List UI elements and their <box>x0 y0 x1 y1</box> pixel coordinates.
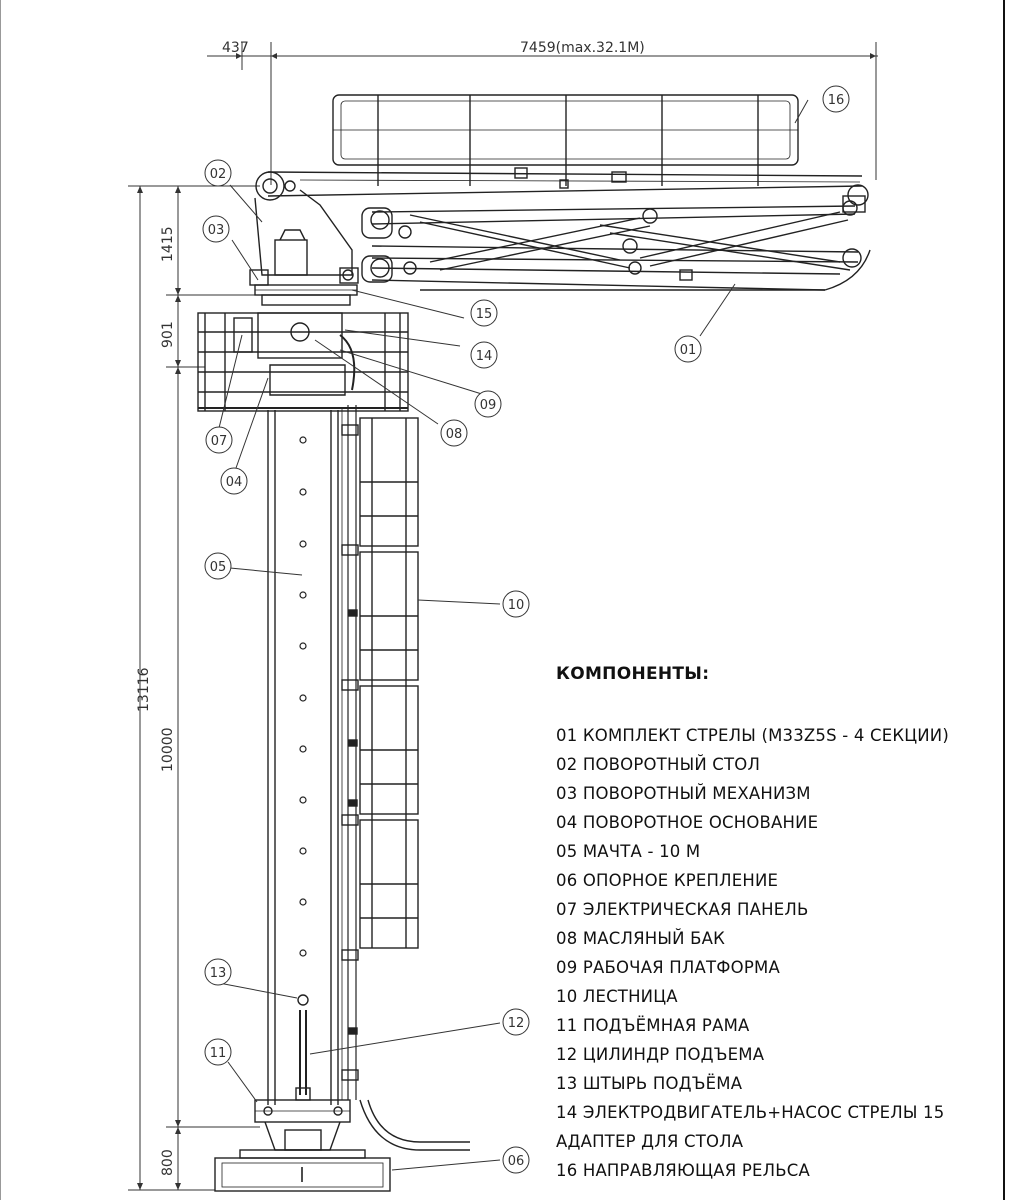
legend-item: 10 ЛЕСТНИЦА <box>556 987 678 1006</box>
callout-06: 06 <box>508 1154 525 1169</box>
callout-14: 14 <box>476 349 493 364</box>
turntable <box>249 189 359 286</box>
callout-03: 03 <box>208 223 225 238</box>
legend-item: 03 ПОВОРОТНЫЙ МЕХАНИЗМ <box>556 784 811 803</box>
legend-item: 08 МАСЛЯНЫЙ БАК <box>556 929 726 948</box>
lifting-frame <box>254 1099 470 1151</box>
legend-item: 01 КОМПЛЕКТ СТРЕЛЫ (M33Z5S - 4 СЕКЦИИ) <box>556 726 949 745</box>
callout-02: 02 <box>210 167 227 182</box>
legend-item: 09 РАБОЧАЯ ПЛАТФОРМА <box>556 958 780 977</box>
guide-rail <box>332 94 799 186</box>
callout-11: 11 <box>210 1046 227 1061</box>
callout-12: 12 <box>508 1016 525 1031</box>
callout-04: 04 <box>226 475 243 490</box>
working-platform <box>197 312 409 412</box>
dim-901-label: 901 <box>160 321 176 348</box>
mast-holes <box>299 436 307 957</box>
callouts: 16 02 03 01 15 14 09 08 07 04 05 10 13 1… <box>202 85 850 1174</box>
legend-item: 05 МАЧТА - 10 М <box>556 842 701 861</box>
callout-13: 13 <box>210 966 227 981</box>
callout-09: 09 <box>480 398 497 413</box>
legend-item: 12 ЦИЛИНДР ПОДЪЕМА <box>556 1045 765 1064</box>
legend-item: 02 ПОВОРОТНЫЙ СТОЛ <box>556 755 761 774</box>
legend-item: 11 ПОДЪЁМНАЯ РАМА <box>556 1016 750 1035</box>
dim-10000-label: 10000 <box>160 727 176 772</box>
legend-item: 07 ЭЛЕКТРИЧЕСКАЯ ПАНЕЛЬ <box>556 900 809 919</box>
dim-1415-label: 1415 <box>160 226 176 262</box>
callout-16: 16 <box>828 93 845 108</box>
legend-item: 04 ПОВОРОТНОЕ ОСНОВАНИЕ <box>556 813 819 832</box>
legend-item: 16 НАПРАВЛЯЮЩАЯ РЕЛЬСА <box>556 1161 810 1180</box>
ladder <box>359 417 419 949</box>
sheet-right-border <box>1003 0 1005 1200</box>
slewing-adapter <box>254 284 358 306</box>
left-dimensions: 13116 1415 901 10000 800 <box>128 185 260 1191</box>
support-base <box>214 1149 391 1192</box>
legend-item: 14 ЭЛЕКТРОДВИГАТЕЛЬ+НАСОС СТРЕЛЫ 15 <box>556 1103 945 1122</box>
sheet-left-border <box>0 0 1 1200</box>
boom-assembly <box>255 167 871 291</box>
dim-800-label: 800 <box>160 1149 176 1176</box>
callout-10: 10 <box>508 598 525 613</box>
callout-08: 08 <box>446 427 463 442</box>
legend-item: 06 ОПОРНОЕ КРЕПЛЕНИЕ <box>556 871 779 890</box>
callout-01: 01 <box>680 343 697 358</box>
lifting-cylinder <box>295 994 311 1101</box>
legend-item: 13 ШТЫРЬ ПОДЪЁМА <box>556 1074 743 1093</box>
legend-item: АДАПТЕР ДЛЯ СТОЛА <box>556 1132 744 1151</box>
callout-15: 15 <box>476 307 493 322</box>
dim-13116-label: 13116 <box>136 667 152 712</box>
mast <box>267 405 359 1105</box>
legend-title: КОМПОНЕНТЫ: <box>556 664 710 684</box>
callout-05: 05 <box>210 560 227 575</box>
dim-boom-length-label: 7459(max.32.1M) <box>520 40 645 56</box>
dim-437-label: 437 <box>222 40 249 56</box>
top-dimensions: 437 7459(max.32.1M) <box>207 40 878 185</box>
callout-07: 07 <box>211 434 228 449</box>
components-legend: 01 КОМПЛЕКТ СТРЕЛЫ (M33Z5S - 4 СЕКЦИИ) 02… <box>556 721 949 1185</box>
